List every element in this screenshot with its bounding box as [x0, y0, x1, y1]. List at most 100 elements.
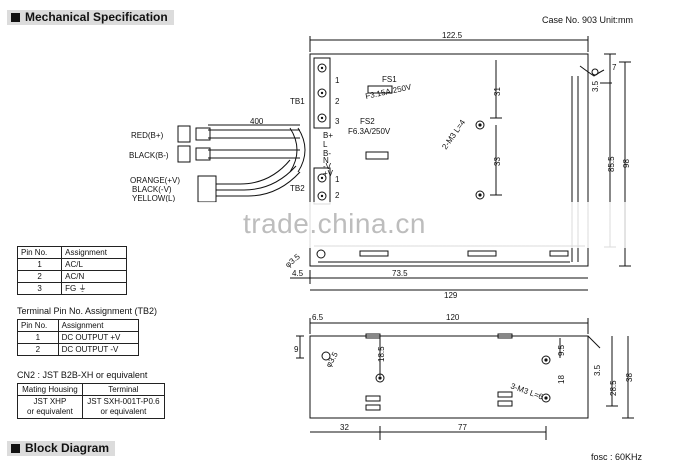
dim-28-5: 28.5: [609, 380, 618, 396]
tb1-screw: [317, 63, 327, 73]
cn2-connector: [197, 175, 217, 203]
watermark-text: trade.china.cn: [243, 208, 426, 239]
tb2-pin-1: 1: [335, 175, 340, 184]
housing-line-1: JST XHP: [33, 397, 67, 406]
wire-yellow: YELLOW(L): [132, 194, 175, 203]
top-view-case-outline: [309, 53, 589, 267]
side-phi-hole: [321, 351, 331, 361]
case-info: Case No. 903 Unit:mm: [542, 15, 634, 25]
wire-black: BLACK(B-): [129, 151, 169, 160]
mark-l: L: [323, 140, 328, 149]
dim-3-5-side: 3.5: [593, 364, 602, 376]
dim-73-5: 73.5: [392, 269, 408, 278]
slot: [549, 250, 569, 257]
watermark-band: [0, 202, 687, 248]
tb1-pin-2: 2: [335, 97, 340, 106]
dim-3-5-top: 3.5: [591, 80, 600, 92]
mark-plus-v: +V: [323, 169, 334, 178]
cn2-title: CN2 : JST B2B-XH or equivalent: [17, 370, 148, 380]
dim-4-5: 4.5: [292, 269, 304, 278]
tb2-screw: [317, 173, 327, 183]
tb2-th-pin: Pin No.: [17, 319, 59, 332]
m3-hole: [475, 190, 485, 200]
mark-minus-v: -V: [323, 162, 332, 171]
dim-38: 38: [625, 373, 634, 382]
side-view-case-outline: [309, 335, 589, 419]
terminal-line-2: or equivalent: [100, 407, 147, 416]
square-bullet-icon: [11, 13, 20, 22]
tb2-pin-2: 2: [335, 191, 340, 200]
dim-120: 120: [446, 313, 460, 322]
dim-7: 7: [612, 63, 617, 72]
fs2-label: FS2: [360, 117, 375, 126]
tb1-screw: [317, 88, 327, 98]
mechanical-spec-title: Mechanical Specification: [25, 10, 168, 24]
tb1-pin-3: 3: [335, 117, 340, 126]
slot: [359, 250, 389, 257]
tb2-label: TB2: [290, 184, 305, 193]
phi-hole: [316, 249, 326, 259]
fs1-value: F3.15A/250V: [365, 82, 413, 101]
dim-18: 18: [557, 375, 566, 384]
hole-label-3-m3: 3-M3 L=6: [509, 381, 545, 401]
fs2-value: F6.3A/250V: [348, 127, 391, 136]
dim-77: 77: [458, 423, 467, 432]
oscillator-frequency: fosc : 60KHz: [591, 452, 643, 462]
fuse-fs2: [365, 151, 389, 160]
housing-line-2: or equivalent: [27, 407, 73, 416]
dim-400: 400: [250, 117, 264, 126]
phi-label-top: φ3.5: [284, 252, 303, 270]
tb1-th-assign: Assignment: [61, 246, 127, 259]
tb1-pin-1: 1: [335, 76, 340, 85]
dim-98: 98: [622, 159, 631, 168]
connector-red: [177, 125, 191, 143]
cn2-th-housing: Mating Housing: [17, 383, 83, 396]
dim-32: 32: [340, 423, 349, 432]
square-bullet-icon: [11, 444, 20, 453]
tb1-label: TB1: [290, 97, 305, 106]
dim-85-5: 85.5: [607, 156, 616, 172]
fuse-fs1: [367, 85, 393, 94]
phi-label-side: φ3.5: [324, 350, 340, 369]
block-diagram-title: Block Diagram: [25, 441, 110, 455]
terminal-line-1: JST SXH-001T-P0.6: [87, 397, 160, 406]
mark-b-plus: B+: [323, 131, 333, 140]
fs1-label: FS1: [382, 75, 397, 84]
slot: [467, 250, 497, 257]
connector-black: [177, 145, 191, 163]
m3-hole: [475, 120, 485, 130]
wire-orange: ORANGE(+V): [130, 176, 180, 185]
tb1-block: [313, 57, 331, 129]
dim-122-5: 122.5: [442, 31, 463, 40]
tb1-screw: [317, 113, 327, 123]
dim-6-5: 6.5: [312, 313, 324, 322]
dim-18-5: 18.5: [377, 346, 386, 362]
tb2-table-title: Terminal Pin No. Assignment (TB2): [17, 306, 158, 316]
mounting-hole: [591, 68, 599, 76]
wire-black-v: BLACK(-V): [132, 185, 172, 194]
mark-b-minus: B-: [323, 149, 331, 158]
cn2-th-terminal: Terminal: [81, 383, 166, 396]
side-m3-hole: [541, 393, 551, 403]
mark-n: N: [323, 156, 329, 165]
dim-9-5: 9.5: [557, 344, 566, 356]
dim-31: 31: [493, 87, 502, 96]
hole-label-2-m3: 2-M3 L=4: [440, 118, 467, 151]
wire-red: RED(B+): [131, 131, 164, 140]
side-m3-hole: [541, 355, 551, 365]
tb1-th-pin: Pin No.: [16, 246, 63, 259]
tb2-screw: [317, 191, 327, 201]
mechanical-spec-header: Mechanical Specification: [7, 10, 174, 25]
dim-33: 33: [493, 157, 502, 166]
tb2-th-assign: Assignment: [57, 319, 140, 332]
dim-9: 9: [294, 345, 299, 354]
block-diagram-header: Block Diagram: [7, 441, 116, 456]
